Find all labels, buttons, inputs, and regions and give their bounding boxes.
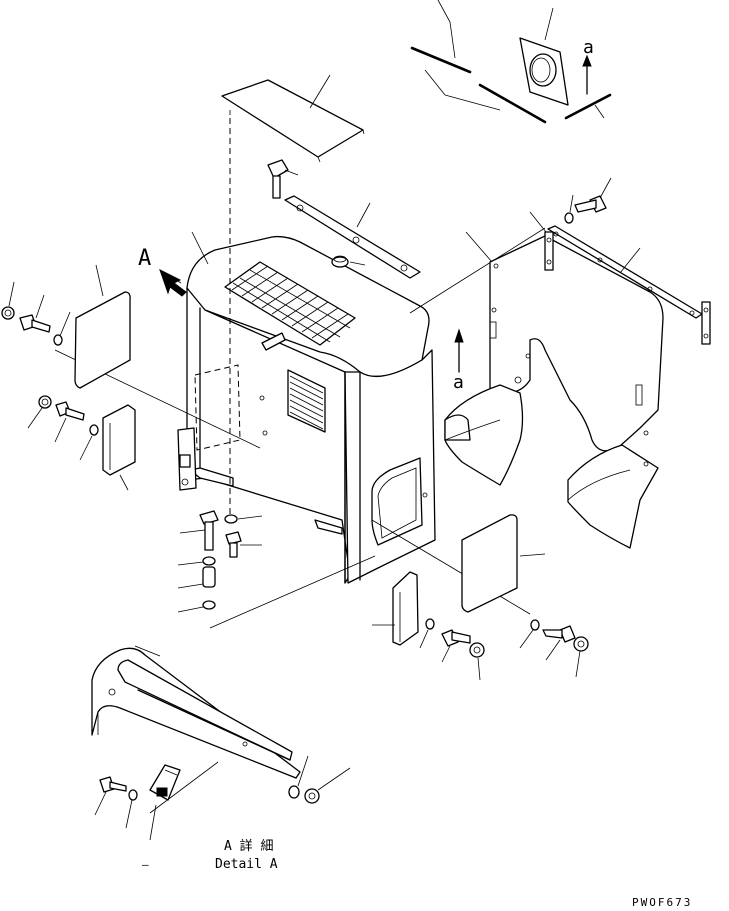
- top-seal-group: [410, 0, 612, 124]
- nut-left-mid: [27, 395, 52, 429]
- washer-upper-right: [564, 194, 574, 224]
- hood-latch: [149, 764, 181, 801]
- washer-a: [177, 556, 216, 566]
- detail-nut: [304, 767, 351, 804]
- nut-center: [469, 642, 485, 681]
- spacer-tube: [177, 566, 216, 589]
- direction-arrow-icon: [582, 54, 592, 95]
- detail-washer: [288, 755, 309, 799]
- insulator-pad: [519, 7, 569, 106]
- detail-title-en: Detail A: [215, 857, 278, 872]
- bolt-long: [179, 510, 219, 551]
- mount-bracket-center: [372, 571, 419, 646]
- side-panel-right: [444, 231, 664, 549]
- knob: [331, 255, 349, 268]
- drawing-number: PWOF673: [632, 896, 692, 907]
- washer-c: [224, 514, 263, 524]
- top-cover-plate: [221, 74, 365, 163]
- washer-center: [419, 618, 435, 649]
- hex-bolt: [267, 159, 299, 199]
- engine-hood: [177, 235, 436, 584]
- bolt-right: [542, 625, 576, 661]
- nut-left-top: [1, 281, 15, 320]
- nut-right: [573, 636, 589, 678]
- washer-right: [519, 619, 540, 649]
- detail-title-jp: A 詳 細: [224, 838, 273, 854]
- hinge-bracket: [177, 427, 197, 491]
- view-label-A: A: [138, 246, 151, 271]
- view-arrow-icon: [159, 269, 187, 297]
- direction-arrow-icon: [454, 328, 464, 373]
- washer-left-top: [53, 311, 71, 346]
- mount-bracket-left: [102, 404, 136, 491]
- bolt-left-mid: [54, 401, 85, 443]
- view-label-a-top: a: [583, 37, 594, 58]
- bolt-center: [441, 629, 471, 663]
- small-plate-b: [701, 301, 711, 345]
- access-cover-right: [461, 514, 546, 613]
- washer-left-mid: [79, 424, 99, 461]
- bracket-rail: [284, 195, 421, 279]
- small-plate-a: [529, 211, 554, 271]
- washer-b: [177, 600, 216, 613]
- bolt-upper-right: [574, 177, 612, 213]
- latch-washer: [125, 789, 138, 829]
- detail-dash: –: [142, 858, 149, 871]
- latch-bolt: [94, 776, 127, 816]
- access-cover-left: [74, 264, 131, 389]
- view-label-a-mid: a: [453, 372, 464, 393]
- bolt-left-top: [19, 294, 51, 333]
- bolt-short: [225, 531, 262, 558]
- detail-a-drawing: [91, 645, 351, 841]
